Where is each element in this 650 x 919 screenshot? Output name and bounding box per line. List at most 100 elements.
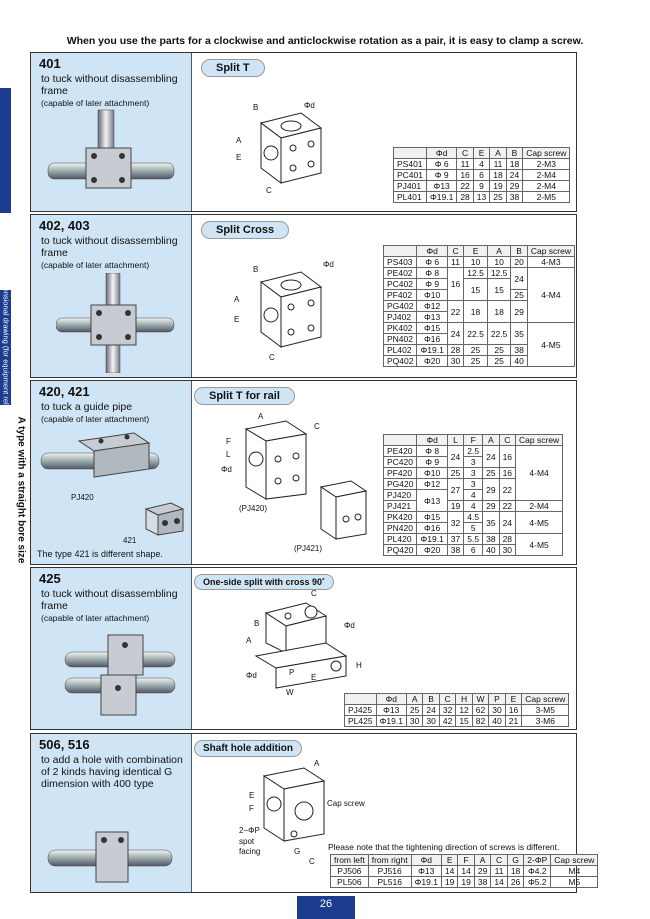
top-note: When you use the parts for a clockwise a… [66, 35, 584, 47]
label-e: E [311, 673, 316, 682]
label-e: E [249, 791, 254, 800]
section-info: 401 to tuck without disassembling frame … [31, 53, 192, 211]
part-note: (capable of later attachment) [41, 98, 150, 108]
label-h: H [356, 661, 362, 670]
label-phid: Φd [304, 101, 315, 110]
product-photo-425 [64, 634, 176, 716]
part-code: 402, 403 [39, 218, 90, 233]
product-photo-402 [56, 273, 175, 373]
part-code: 401 [39, 56, 61, 71]
shape-note: The type 421 is different shape. [37, 549, 163, 559]
section-info: 420, 421 to tuck a guide pipe (capable o… [31, 381, 192, 564]
technical-drawing-425: A B C Φd H Φd P E W [246, 589, 362, 697]
section-402-403: 402, 403 to tuck without disassembling f… [30, 214, 577, 378]
label-a: A [246, 636, 252, 645]
product-photo-420 [40, 432, 160, 478]
section-title: Shaft hole addition [194, 740, 302, 757]
label-cap-screw: Cap screw [327, 799, 365, 808]
section-title: Split Cross [201, 221, 290, 239]
section-420-421: 420, 421 to tuck a guide pipe (capable o… [30, 380, 577, 565]
label-a: A [314, 759, 320, 768]
label-a: A [234, 295, 240, 304]
part-code: 420, 421 [39, 384, 90, 399]
label-phid: Φd [344, 621, 355, 630]
part-note: (capable of later attachment) [41, 414, 150, 424]
tightening-note: Please note that the tightening directio… [328, 842, 560, 852]
label-2phip: 2−ΦP [239, 826, 260, 835]
section-title: One-side split with cross 90˚ [194, 574, 335, 590]
section-401: 401 to tuck without disassembling frame … [30, 52, 577, 212]
page-number: 26 [297, 896, 355, 919]
product-photo-421 [144, 502, 185, 536]
drawing-label-pj420: (PJ420) [239, 504, 267, 513]
part-description: to add a hole with combination of 2 kind… [41, 754, 183, 790]
section-title: Split T for rail [194, 387, 295, 405]
product-photo-506 [47, 831, 173, 883]
label-b: B [254, 619, 259, 628]
label-f: F [249, 804, 254, 813]
label-c: C [269, 353, 275, 362]
part-code: 425 [39, 571, 61, 586]
photo-label-pj420: PJ420 [71, 493, 94, 502]
label-l: L [226, 450, 231, 459]
label-c: C [311, 589, 317, 598]
label-g: G [294, 847, 300, 856]
part-note: (capable of later attachment) [41, 613, 150, 623]
technical-drawing-420: A C F L Φd (PJ420) (PJ421) [221, 412, 368, 553]
label-e: E [234, 315, 239, 324]
section-425: 425 to tuck without disassembling frame … [30, 567, 577, 730]
label-c: C [309, 857, 315, 866]
label-facing: facing [239, 847, 260, 856]
section-506-516: 506, 516 to add a hole with combination … [30, 733, 599, 893]
side-text: A type with a straight bore size [15, 416, 27, 564]
label-spot: spot [239, 837, 255, 846]
part-description: to tuck without disassembling frame (cap… [41, 73, 189, 109]
technical-drawing-506: A E F Cap screw 2−ΦP spot facing G C [239, 759, 365, 866]
label-c: C [266, 186, 272, 195]
side-label: Dimensional drawing (for equipment relat… [0, 273, 11, 422]
label-e: E [236, 153, 241, 162]
label-a: A [258, 412, 264, 421]
section-info: 402, 403 to tuck without disassembling f… [31, 215, 192, 377]
label-b: B [253, 103, 258, 112]
label-f: F [226, 437, 231, 446]
label-phid: Φd [221, 465, 232, 474]
part-description: to tuck without disassembling frame (cap… [41, 235, 189, 271]
label-phid: Φd [323, 260, 334, 269]
drawing-label-pj421: (PJ421) [294, 544, 322, 553]
product-photo-401 [47, 109, 175, 189]
part-description: to tuck without disassembling frame (cap… [41, 588, 189, 624]
label-a: A [236, 136, 242, 145]
section-title: Split T [201, 59, 265, 77]
part-description: to tuck a guide pipe (capable of later a… [41, 401, 189, 425]
